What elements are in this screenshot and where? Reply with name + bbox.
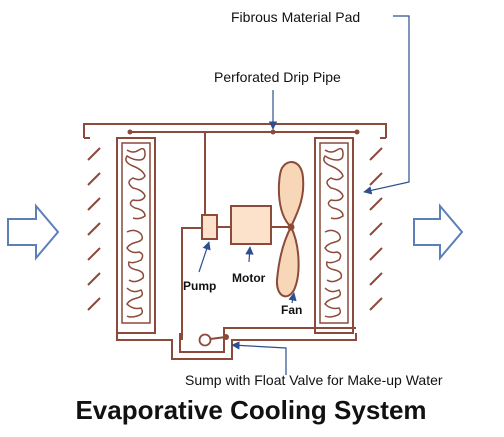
top-cover: [83, 123, 387, 138]
pump: [201, 214, 218, 240]
motor: [230, 205, 272, 245]
motor-leader: [245, 246, 254, 263]
left-fibrous-pad: [116, 137, 156, 334]
sump-label: Sump with Float Valve for Make-up Water: [185, 372, 443, 388]
fan-label: Fan: [281, 303, 302, 317]
right-fibrous-pad: [314, 137, 354, 334]
air-outlet-arrow: [413, 203, 464, 261]
float-valve: [198, 333, 229, 347]
right-louvers: [369, 147, 383, 311]
diagram-title: Evaporative Cooling System: [75, 395, 426, 425]
left-louvers: [87, 147, 101, 311]
base-tray: [116, 333, 357, 360]
air-inlet-arrow: [7, 203, 60, 261]
fan-leader: [288, 292, 297, 304]
fan: [275, 161, 305, 298]
motor-label: Motor: [232, 271, 266, 285]
pump-label: Pump: [183, 279, 216, 293]
pump-leader: [198, 241, 211, 273]
pad-label: Fibrous Material Pad: [231, 9, 360, 25]
pad-leader: [363, 15, 410, 195]
sump-leader: [231, 341, 287, 375]
sump: [179, 327, 356, 353]
drip-pipe-label: Perforated Drip Pipe: [214, 69, 341, 85]
